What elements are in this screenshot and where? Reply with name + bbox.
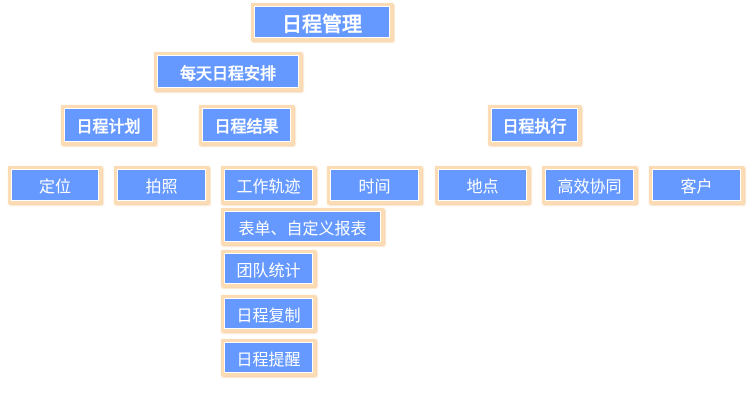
location-node: 定位 (11, 169, 99, 201)
schedule-plan-node: 日程计划 (64, 108, 153, 142)
customer-node: 客户 (652, 169, 741, 201)
root-node: 日程管理 (254, 6, 390, 38)
schedule-copy-node: 日程复制 (224, 298, 313, 329)
work-track-node: 工作轨迹 (224, 169, 313, 201)
team-stats-node: 团队统计 (224, 253, 313, 284)
time-node: 时间 (330, 169, 419, 201)
daily-schedule-node: 每天日程安排 (157, 55, 299, 88)
schedule-result-node: 日程结果 (202, 108, 291, 142)
schedule-execute-node: 日程执行 (491, 108, 578, 142)
place-node: 地点 (438, 169, 527, 201)
collaboration-node: 高效协同 (545, 169, 634, 201)
photo-node: 拍照 (117, 169, 206, 201)
schedule-reminder-node: 日程提醒 (224, 342, 313, 373)
form-report-node: 表单、自定义报表 (224, 211, 381, 242)
